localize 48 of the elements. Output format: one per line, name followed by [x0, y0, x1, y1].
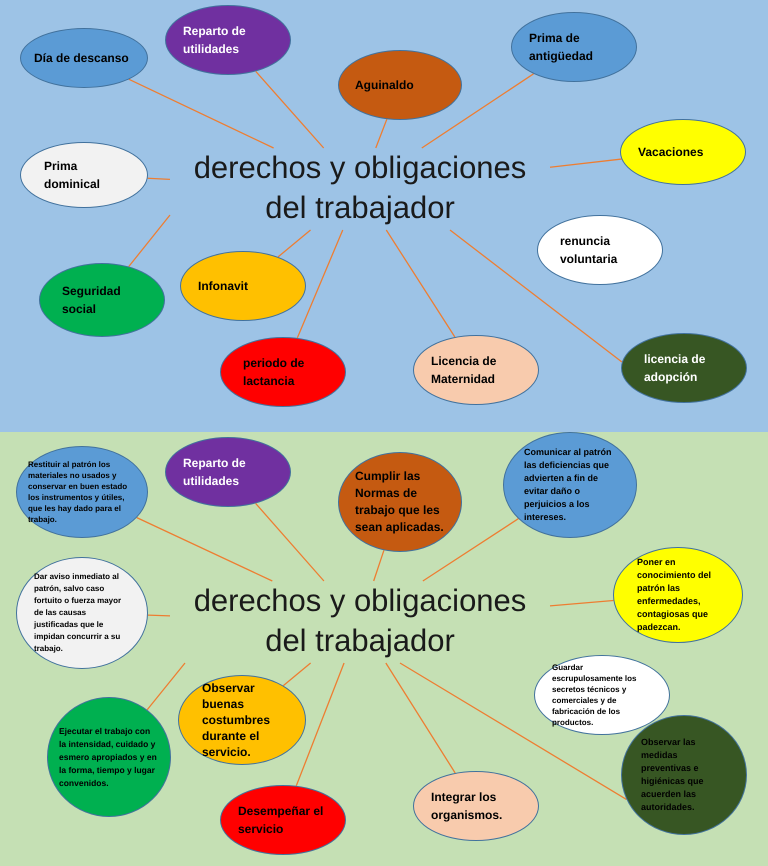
connector-line — [550, 158, 622, 168]
connector-line — [385, 662, 456, 774]
topic-text: Prima de antigüedad — [529, 30, 594, 65]
connector-line — [422, 518, 519, 582]
connector-line — [386, 230, 456, 338]
connector-line — [373, 550, 385, 582]
topic-text: Poner en conocimiento del patrón las enfermedades, contagiosas que padezcan. — [637, 556, 712, 634]
connector-line — [255, 70, 324, 148]
connector-line — [128, 214, 170, 267]
topic-text: Guardar escrupulosamente los secretos técnicos y comerciales y de fabricación de los productos. — [552, 662, 638, 728]
topic-text: periodo de lactancia — [243, 355, 306, 390]
topic-text: Dar aviso inmediato al patrón, salvo caso fortuito o fuerza mayor de las causas justificadas que le impidan concurrir a su trabajo. — [34, 571, 122, 655]
connector-line — [296, 230, 344, 338]
topic-text: licencia de adopción — [644, 351, 706, 386]
connector-line — [136, 517, 273, 582]
connector-line — [296, 662, 345, 786]
topic-text: Observar las medidas preventivas e higiénicas que acuerden las autoridades. — [641, 736, 705, 814]
topic-text: Seguridad social — [62, 283, 122, 318]
topic-text: Reparto de utilidades — [183, 455, 247, 490]
connector-line — [421, 73, 534, 149]
topic-text: Infonavit — [198, 278, 249, 295]
connector-line — [400, 662, 627, 800]
topic-text: Restituir al patrón los materiales no usados y conservar en buen estado los instrumentos y útiles, que les hay dado para el trabajo. — [28, 459, 128, 525]
topic-text: Ejecutar el trabajo con la intensidad, cuidado y esmero apropiados y en la forma, tiempo y lugar convenidos. — [59, 724, 158, 790]
connector-line — [375, 118, 388, 148]
topic-text: Observar buenas costumbres durante el servicio. — [202, 680, 272, 760]
topic-text: Desempeñar el servicio — [238, 803, 324, 838]
topic-text: Comunicar al patrón las deficiencias que advierten a fin de evitar daño o perjuicios a los intereses. — [524, 446, 613, 524]
topic-text: Prima dominical — [44, 158, 102, 193]
topic-text: Reparto de utilidades — [183, 23, 247, 58]
connector-line — [255, 503, 324, 582]
connector-line — [146, 662, 186, 710]
topic-text: renuncia voluntaria — [560, 233, 618, 268]
connector-line — [278, 230, 311, 258]
connector-line — [282, 662, 312, 686]
connector-line — [550, 600, 614, 607]
central-title: derechos y obligaciones del trabajador — [170, 581, 550, 661]
topic-text: Aguinaldo — [355, 77, 415, 94]
connector-line — [450, 229, 622, 363]
connector-line — [128, 78, 274, 149]
connector-line — [148, 614, 170, 616]
topic-text: Día de descanso — [34, 50, 130, 67]
topic-text: Vacaciones — [638, 144, 704, 161]
topic-text: Cumplir las Normas de trabajo que les sean aplicadas. — [355, 468, 445, 536]
central-title: derechos y obligaciones del trabajador — [170, 148, 550, 228]
connector-line — [148, 178, 170, 180]
topic-text: Integrar los organismos. — [431, 789, 504, 824]
topic-text: Licencia de Maternidad — [431, 353, 498, 388]
